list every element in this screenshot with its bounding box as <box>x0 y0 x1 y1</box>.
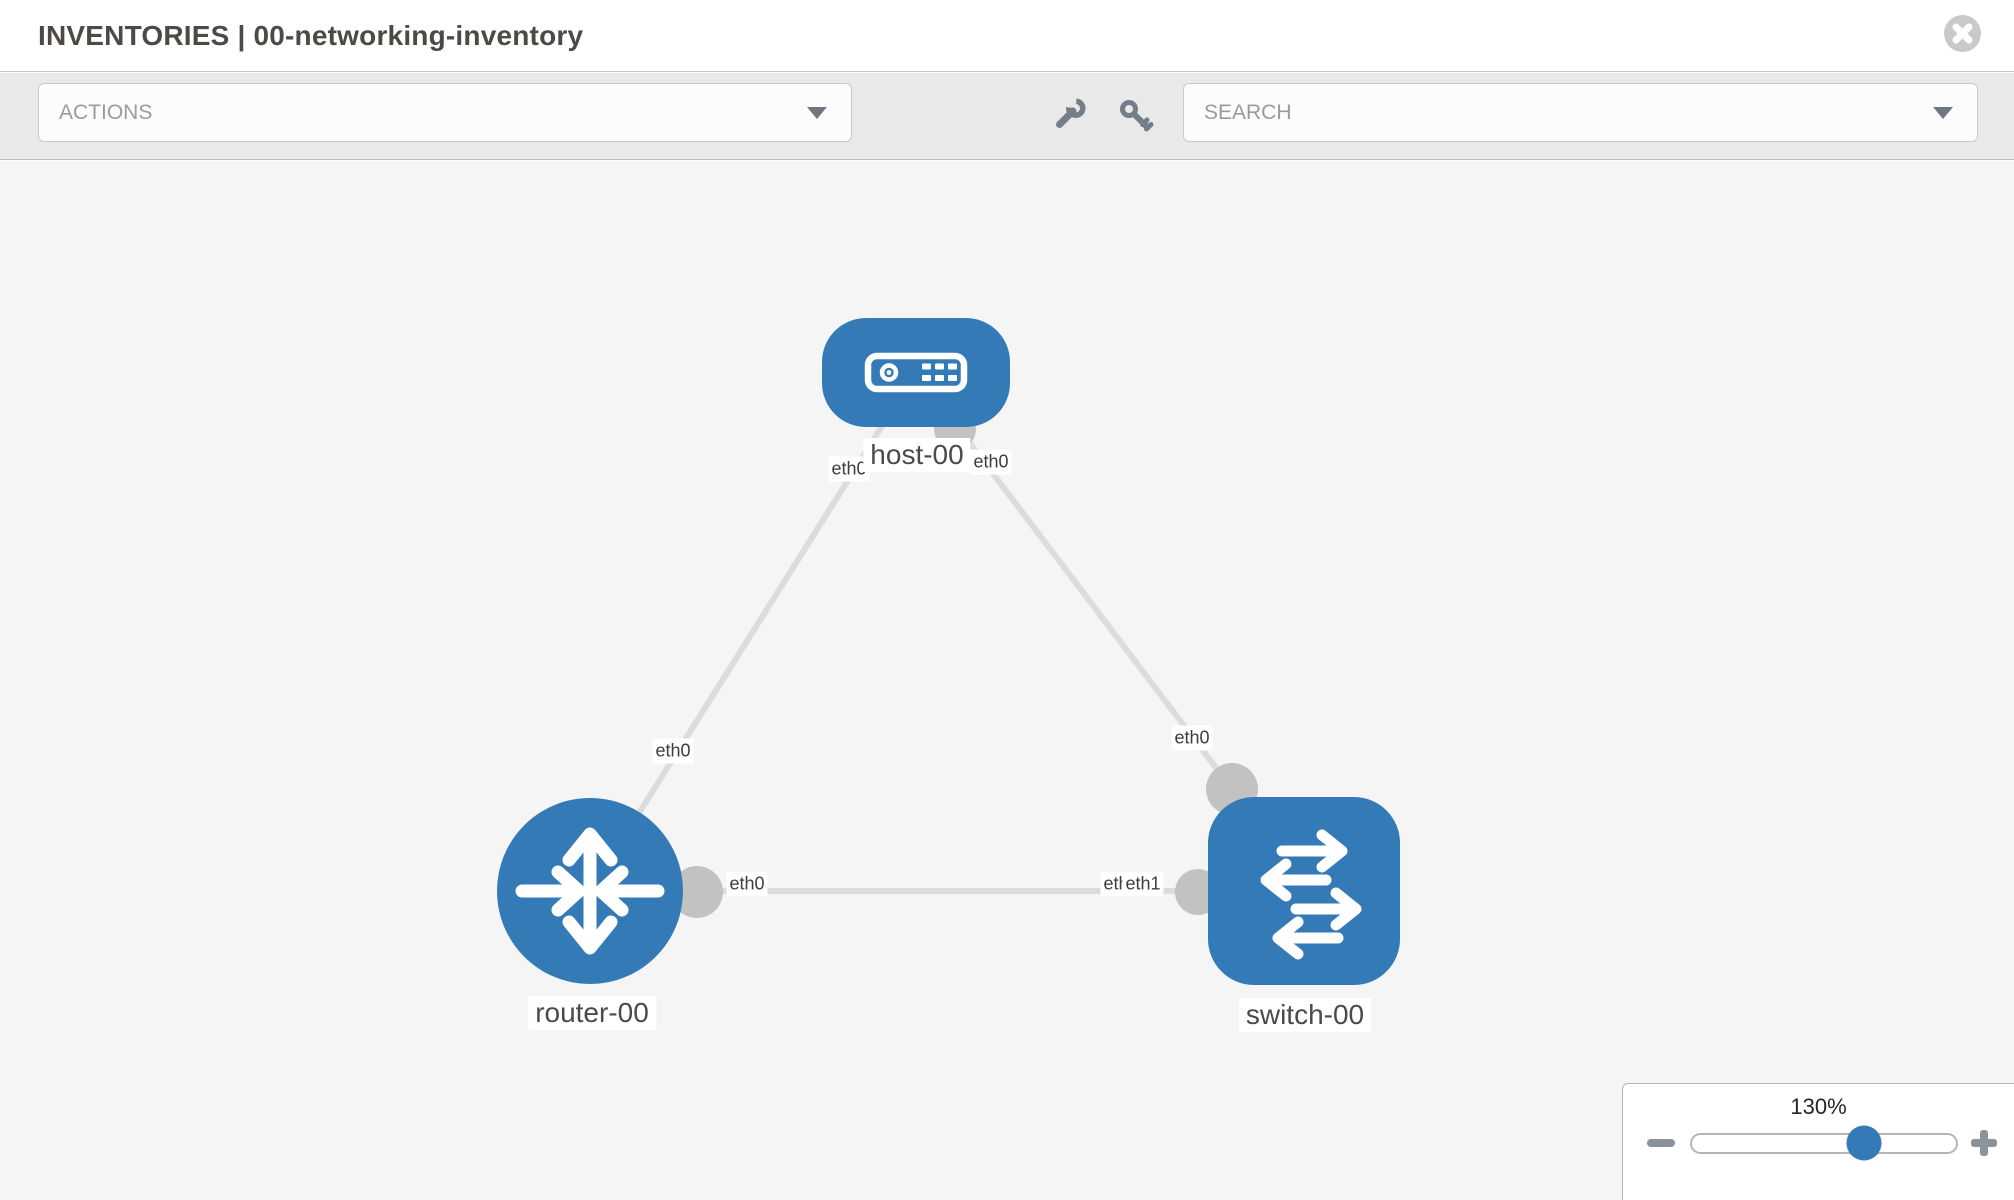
node-router-00[interactable] <box>497 798 683 984</box>
close-button[interactable] <box>1944 15 1981 52</box>
zoom-panel: 130% <box>1622 1083 2014 1200</box>
node-label-host: host-00 <box>863 438 971 472</box>
plus-icon[interactable] <box>1971 1130 1997 1156</box>
wrench-icon <box>1056 98 1086 128</box>
node-host-00[interactable] <box>822 318 1010 427</box>
actions-dropdown[interactable]: ACTIONS <box>38 83 852 142</box>
interface-label: eth0 <box>652 738 694 764</box>
host-icon <box>864 352 968 393</box>
page-title: INVENTORIES | 00-networking-inventory <box>38 20 584 51</box>
interface-label: eth1 <box>1122 871 1164 897</box>
interface-connector-router <box>671 866 723 918</box>
search-placeholder: SEARCH <box>1204 101 1292 124</box>
chevron-down-icon <box>807 107 827 119</box>
node-switch-00[interactable] <box>1208 797 1400 985</box>
switch-node-shape <box>1208 797 1400 985</box>
toolbar: ACTIONS SEARCH <box>0 73 2014 160</box>
interface-label: eth0 <box>970 449 1012 475</box>
node-label-switch: switch-00 <box>1238 998 1372 1032</box>
zoom-slider[interactable] <box>1690 1125 1958 1161</box>
header: INVENTORIES | 00-networking-inventory <box>0 0 2014 72</box>
actions-dropdown-label: ACTIONS <box>59 101 153 124</box>
close-icon <box>1952 23 1973 44</box>
node-label-router: router-00 <box>528 996 656 1030</box>
zoom-level: 130% <box>1790 1094 1847 1119</box>
interface-label: eth0 <box>828 456 870 482</box>
zoom-slider-thumb[interactable] <box>1846 1125 1882 1161</box>
key-icon <box>1120 100 1154 132</box>
search-dropdown[interactable]: SEARCH <box>1183 83 1978 142</box>
chevron-down-icon <box>1933 107 1953 119</box>
switch-icon <box>1260 829 1362 960</box>
interface-label: eth0 <box>726 871 768 897</box>
topology-graph <box>497 318 1400 985</box>
minus-icon[interactable] <box>1647 1139 1675 1147</box>
host-node-shape <box>822 318 1010 427</box>
router-icon <box>515 827 665 955</box>
topology-canvas[interactable]: eth0 eth0 eth0 eth0 eth0 eth0 eth1 host-… <box>0 161 2014 1200</box>
credentials-button[interactable] <box>1116 96 1156 136</box>
tools-button[interactable] <box>1048 96 1088 136</box>
interface-label: eth0 <box>1171 725 1213 751</box>
